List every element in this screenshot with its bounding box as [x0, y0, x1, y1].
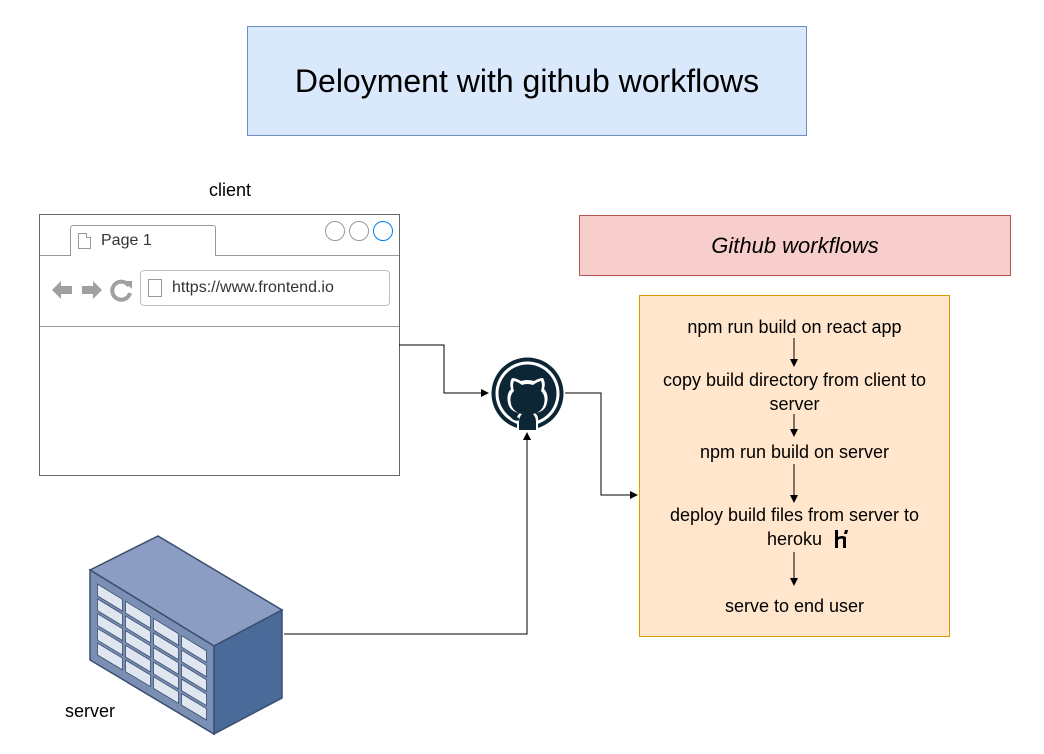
- client-to-github-connector: [399, 344, 489, 397]
- server-drive-bay: [125, 600, 151, 629]
- client-browser-window: Page 1 https://www.frontend.io: [39, 214, 400, 476]
- server-drive-bay: [97, 583, 123, 612]
- server-drive-bay: [125, 659, 151, 688]
- heroku-icon: [835, 530, 848, 548]
- browser-tab-bar: Page 1: [40, 215, 399, 256]
- server-rack-icon: [88, 535, 284, 736]
- server-drive-bay: [153, 661, 179, 690]
- workflow-step: npm run build on server: [699, 442, 890, 462]
- page-icon: [148, 279, 162, 297]
- server-drive-bay: [181, 649, 207, 678]
- reload-icon[interactable]: [110, 278, 134, 302]
- server-drive-bay: [153, 646, 179, 675]
- workflow-step: npm run build on react app: [687, 317, 902, 337]
- server-drive-bay: [181, 663, 207, 692]
- page-icon: [78, 233, 91, 249]
- workflow-step: copy build directory from client to serv…: [662, 370, 927, 414]
- workflow-steps-box: npm run build on react app copy build di…: [639, 295, 950, 637]
- github-icon: [491, 357, 564, 430]
- server-label: server: [64, 701, 115, 721]
- diagram-title-box: Deloyment with github workflows: [247, 26, 807, 136]
- server-drive-bay: [181, 678, 207, 707]
- server-drive-bay: [125, 644, 151, 673]
- server-drive-bay: [153, 632, 179, 661]
- diagram-title: Deloyment with github workflows: [294, 62, 760, 99]
- window-button-icon[interactable]: [325, 221, 345, 241]
- github-to-workflows-connector: [565, 392, 638, 499]
- server-drive-bay: [97, 642, 123, 671]
- url-text: https://www.frontend.io: [172, 279, 334, 296]
- window-button-icon[interactable]: [373, 221, 393, 241]
- workflows-header-label: Github workflows: [711, 232, 879, 258]
- url-bar[interactable]: https://www.frontend.io: [140, 270, 390, 306]
- workflows-header: Github workflows: [579, 215, 1011, 276]
- server-drive-bay: [125, 615, 151, 644]
- back-arrow-icon[interactable]: [50, 278, 74, 302]
- workflow-step: deploy build files from server to heroku: [669, 505, 920, 549]
- browser-tab[interactable]: Page 1: [70, 225, 216, 256]
- server-drive-bay: [97, 598, 123, 627]
- browser-tab-label: Page 1: [101, 232, 152, 249]
- client-label: client: [208, 180, 252, 200]
- server-drive-bay: [153, 676, 179, 705]
- server-drive-bay: [153, 617, 179, 646]
- browser-nav-bar: https://www.frontend.io: [40, 256, 399, 327]
- server-drive-bay: [181, 634, 207, 664]
- server-drive-bay: [97, 612, 123, 642]
- workflow-step: serve to end user: [724, 596, 865, 616]
- window-button-icon[interactable]: [349, 221, 369, 241]
- server-drive-bay: [125, 629, 151, 659]
- server-drive-bay: [97, 627, 123, 656]
- server-drive-bay: [181, 692, 207, 721]
- forward-arrow-icon[interactable]: [80, 278, 104, 302]
